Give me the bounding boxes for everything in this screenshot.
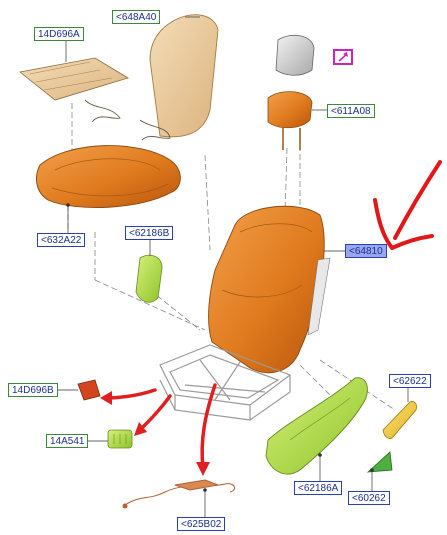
trim-clip <box>366 451 393 473</box>
label-connector[interactable]: 14A541 <box>46 434 89 448</box>
label-pad-seat[interactable]: 14D696A <box>34 27 84 41</box>
seat-heating-pad <box>19 57 129 123</box>
annotation-arrows <box>103 383 217 470</box>
label-side-cover-small[interactable]: <62186B <box>125 226 174 240</box>
hand-drawn-arrow <box>373 160 442 250</box>
label-side-shield[interactable]: <62186A <box>294 481 343 495</box>
wiring-harness <box>122 479 236 509</box>
side-cover-small <box>135 254 163 303</box>
label-seat-cushion[interactable]: <632A22 <box>37 233 86 247</box>
arrowheads <box>100 391 210 476</box>
label-trim-cap[interactable]: <62622 <box>389 374 431 388</box>
label-wiring[interactable]: <625B02 <box>177 517 226 531</box>
external-link-icon[interactable] <box>333 49 353 65</box>
label-seat-back[interactable]: <64810 <box>345 244 387 258</box>
headrest-grey <box>275 34 315 76</box>
leader-lines <box>56 16 409 517</box>
backrest-trim-panel <box>139 14 219 141</box>
label-clip[interactable]: <60262 <box>348 491 390 505</box>
connector-block <box>107 429 133 449</box>
label-headrest[interactable]: <611A08 <box>327 104 375 118</box>
headrest-orange <box>267 91 313 150</box>
seat-back <box>208 205 331 374</box>
label-backrest-trim[interactable]: <648A40 <box>112 10 161 24</box>
label-heater-module[interactable]: 14D696B <box>8 383 58 397</box>
seat-frame <box>159 344 292 421</box>
trim-cap <box>382 401 417 439</box>
side-shield <box>265 377 368 475</box>
heater-module <box>77 379 101 401</box>
seat-cushion <box>36 145 181 209</box>
